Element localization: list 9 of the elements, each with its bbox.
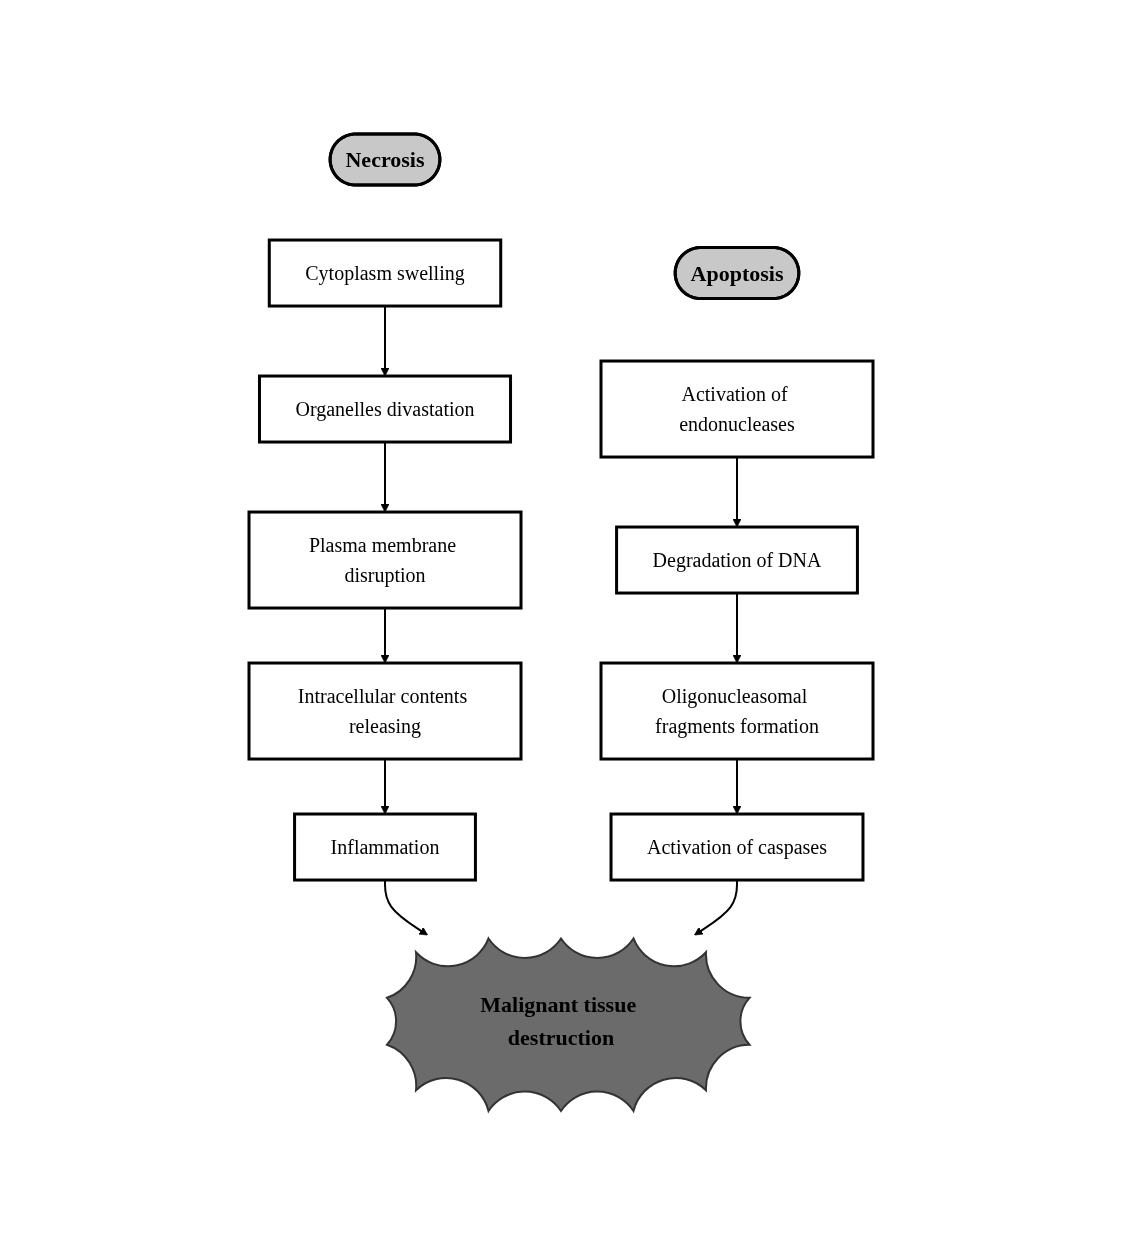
- node-box: Plasma membrane disruption: [247, 510, 522, 610]
- node-box: Degradation of DNA: [614, 525, 859, 595]
- node-box: Intracellular contents releasing: [247, 661, 522, 761]
- node-box: Organelles divastation: [257, 374, 512, 444]
- node-box: Oligonucleasomal fragments formation: [599, 661, 874, 761]
- node-box: Activation of endonucleases: [599, 359, 874, 459]
- node-box: Activation of caspases: [609, 812, 864, 882]
- node-box: Inflammation: [292, 812, 477, 882]
- node-box: Cytoplasm swelling: [267, 238, 502, 308]
